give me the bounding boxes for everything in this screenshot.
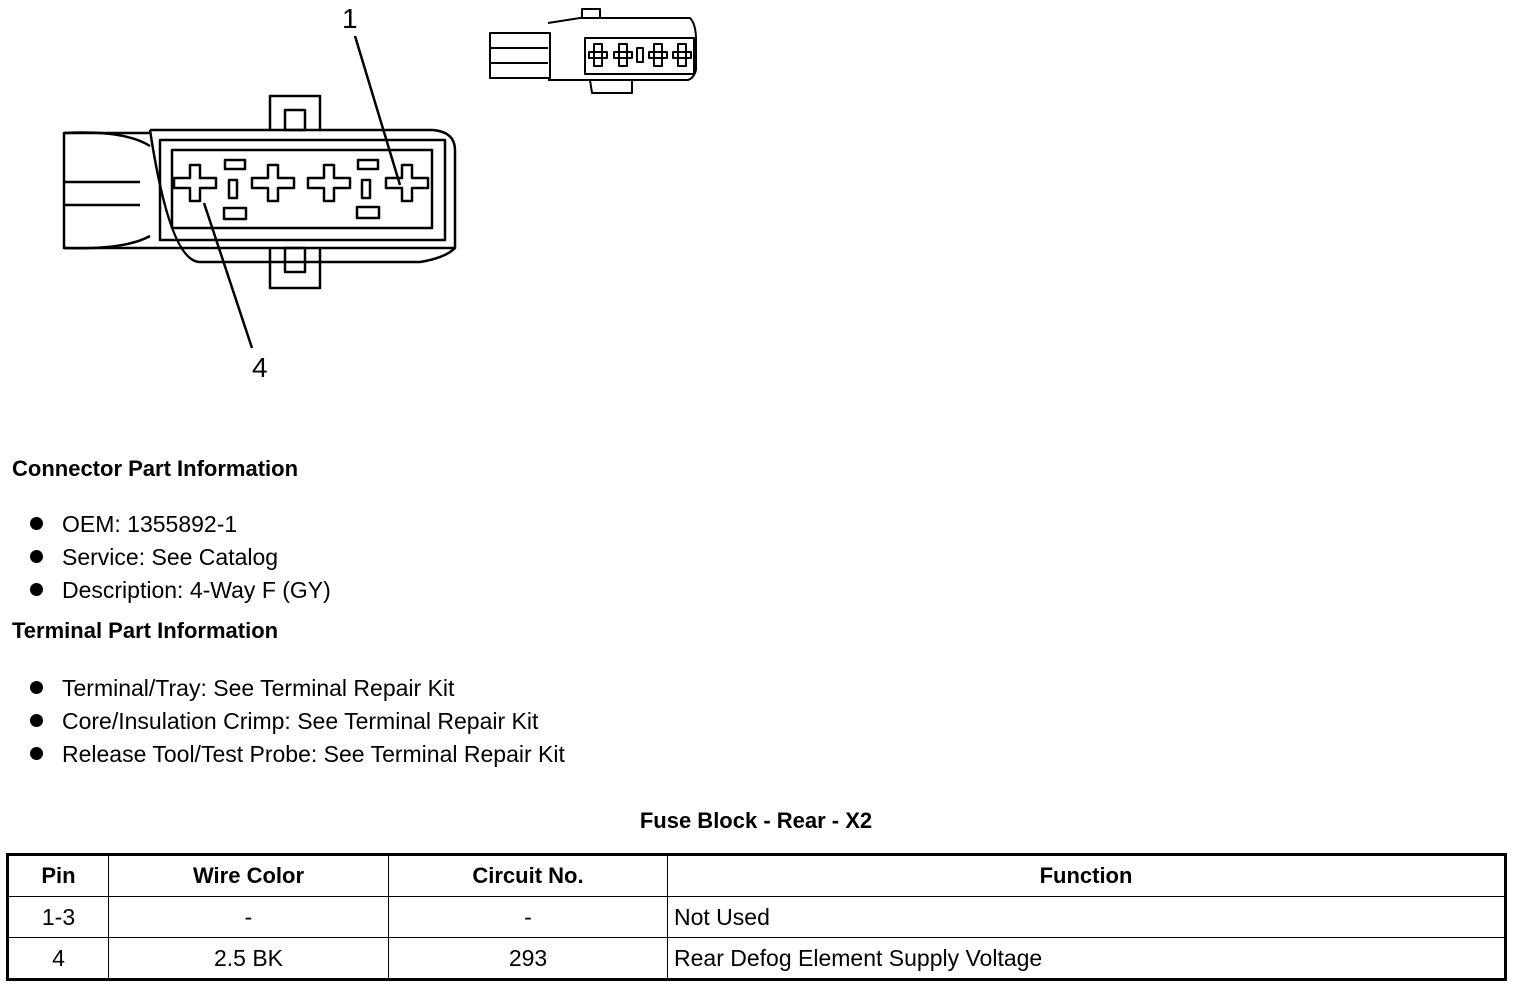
cell-pin: 4 (7, 937, 109, 980)
list-item: Core/Insulation Crimp: See Terminal Repa… (30, 705, 565, 738)
terminal-info-list: Terminal/Tray: See Terminal Repair Kit C… (30, 672, 565, 771)
connector-diagram: 1 4 (62, 3, 697, 383)
terminal-cavity-pin-3 (250, 163, 296, 203)
cell-pin: 1-3 (7, 896, 109, 938)
connector-side-view (489, 8, 697, 94)
terminal-cavity-pin-1 (384, 163, 430, 203)
column-header-pin: Pin (7, 854, 109, 897)
cell-circuit-no: 293 (388, 937, 668, 980)
bullet-icon (30, 747, 43, 761)
cell-function: Not Used (667, 896, 1506, 938)
cell-circuit-no: - (388, 896, 668, 938)
cell-function: Rear Defog Element Supply Voltage (667, 937, 1506, 980)
bullet-icon (30, 583, 43, 597)
cell-wire-color: - (108, 896, 389, 938)
list-item: Release Tool/Test Probe: See Terminal Re… (30, 738, 565, 771)
list-item: Terminal/Tray: See Terminal Repair Kit (30, 672, 565, 705)
column-header-circuit-no: Circuit No. (388, 854, 668, 897)
bullet-icon (30, 681, 43, 695)
terminal-cavity-pin-2 (306, 163, 352, 203)
connector-info-list: OEM: 1355892-1 Service: See Catalog Desc… (30, 508, 331, 607)
connector-info-heading: Connector Part Information (12, 456, 299, 481)
callout-label-pin-4: 4 (252, 352, 268, 383)
list-item: OEM: 1355892-1 (30, 508, 331, 541)
bullet-icon (30, 550, 43, 564)
column-header-wire-color: Wire Color (108, 854, 389, 897)
bullet-icon (30, 517, 43, 531)
table-header-row: Pin Wire Color Circuit No. Function (7, 854, 1506, 897)
bullet-icon (30, 714, 43, 728)
callout-label-pin-1: 1 (342, 3, 358, 34)
terminal-cavity-pin-4 (172, 163, 218, 203)
table-title: Fuse Block - Rear - X2 (639, 808, 873, 833)
connector-face-view (62, 35, 457, 349)
table-row: 1-3 - - Not Used (7, 896, 1506, 938)
pinout-table: Pin Wire Color Circuit No. Function 1-3 … (6, 853, 1507, 981)
cell-wire-color: 2.5 BK (108, 937, 389, 980)
terminal-info-heading: Terminal Part Information (12, 618, 279, 643)
list-item: Description: 4-Way F (GY) (30, 574, 331, 607)
list-item: Service: See Catalog (30, 541, 331, 574)
table-row: 4 2.5 BK 293 Rear Defog Element Supply V… (7, 937, 1506, 980)
column-header-function: Function (667, 854, 1506, 897)
